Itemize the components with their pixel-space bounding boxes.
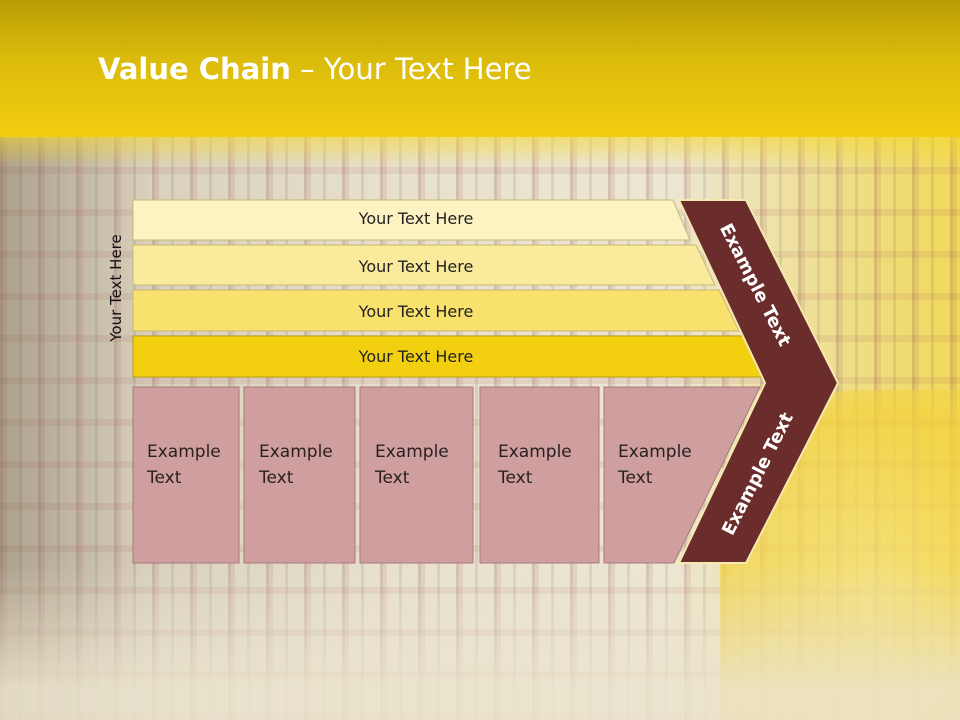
margin-chevron[interactable]	[677, 199, 840, 564]
box-3-line2: Text	[375, 468, 410, 488]
box-2-line2: Text	[259, 468, 294, 488]
title-bold: Value Chain	[98, 52, 291, 86]
band-2-label: Your Text Here	[358, 257, 474, 276]
box-4[interactable]	[479, 386, 600, 564]
band-4-label: Your Text Here	[358, 347, 474, 366]
box-4-line1: Example	[498, 442, 572, 462]
slide-title[interactable]: Value Chain – Your Text Here	[98, 52, 532, 86]
box-3-line1: Example	[375, 442, 449, 462]
band-1-label: Your Text Here	[358, 209, 474, 228]
band-2[interactable]	[132, 244, 716, 286]
band-1[interactable]	[132, 199, 691, 241]
box-4-line2: Text	[498, 468, 533, 488]
box-1[interactable]	[132, 386, 240, 564]
box-1-line2: Text	[147, 468, 182, 488]
box-2-line1: Example	[259, 442, 333, 462]
box-1-line1: Example	[147, 442, 221, 462]
box-3[interactable]	[359, 386, 474, 564]
band-3[interactable]	[132, 289, 740, 332]
box-5-line2: Text	[618, 468, 653, 488]
band-3-label: Your Text Here	[358, 302, 474, 321]
title-rest: – Your Text Here	[290, 52, 532, 86]
title-bar	[0, 0, 960, 137]
reflection-fade	[0, 563, 960, 720]
box-2[interactable]	[243, 386, 356, 564]
box-5-line1: Example	[618, 442, 692, 462]
title-bar-fade	[0, 137, 960, 167]
